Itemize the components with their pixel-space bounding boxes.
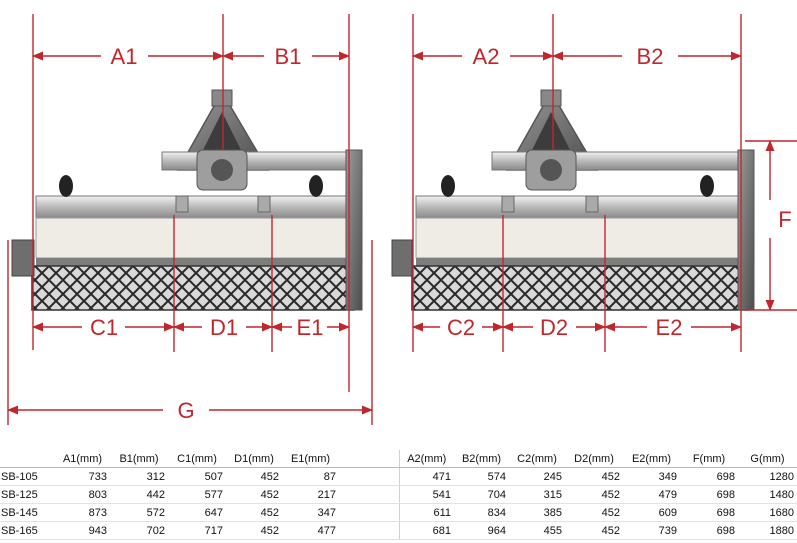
table-cell: 943 [55,521,110,540]
dim-label-c2: C2 [447,315,475,340]
table-cell: 477 [282,521,339,540]
table-cell: 452 [226,503,282,522]
left-dimensions [6,14,374,425]
table-header-cell: B1(mm) [110,450,168,468]
table-cell: 1280 [738,467,797,486]
dim-label-d2: D2 [540,315,568,340]
table-cell: 739 [623,521,680,540]
table-header-cell: E1(mm) [282,450,339,468]
dim-label-a1: A1 [111,44,138,69]
table-cell: 217 [282,485,339,504]
table-header-cell: C1(mm) [168,450,226,468]
table-cell [339,467,399,486]
table-header-cell: A1(mm) [55,450,110,468]
table-cell: 452 [226,485,282,504]
table-cell: 541 [398,485,454,504]
model-cell: SB-145 [0,503,55,522]
dim-label-d1: D1 [210,315,238,340]
table-header-row: A1(mm) B1(mm) C1(mm) D1(mm) E1(mm) A2(mm… [0,450,797,468]
right-dimensions [411,14,797,352]
table-cell: 347 [282,503,339,522]
table-cell [339,503,399,522]
right-machine [391,89,755,311]
table-cell: 442 [110,485,168,504]
table-header-cell: F(mm) [680,450,738,468]
table-cell: 698 [680,503,738,522]
table-cell: 312 [110,467,168,486]
table-cell [339,521,399,540]
table-cell: 698 [680,485,738,504]
table-cell: 471 [398,467,454,486]
table-cell: 507 [168,467,226,486]
table-cell: 349 [623,467,680,486]
table-header-cell: G(mm) [738,450,797,468]
table-cell: 964 [454,521,509,540]
table-cell: 452 [226,467,282,486]
table-header-cell [0,450,55,468]
table-header-cell: B2(mm) [454,450,509,468]
table-cell: 452 [565,503,623,522]
table-header-cell: E2(mm) [623,450,680,468]
table-cell: 702 [110,521,168,540]
table-cell: 452 [565,521,623,540]
dim-label-f: F [778,207,791,232]
table-cell: 577 [168,485,226,504]
model-cell: SB-105 [0,467,55,486]
dim-label-g: G [177,398,194,423]
table-cell: 574 [454,467,509,486]
dim-label-e2: E2 [656,315,683,340]
spec-table: A1(mm) B1(mm) C1(mm) D1(mm) E1(mm) A2(mm… [0,450,797,540]
table-cell: 609 [623,503,680,522]
table-cell: 385 [509,503,565,522]
dim-label-c1: C1 [90,315,118,340]
table-cell: 87 [282,467,339,486]
table-cell: 717 [168,521,226,540]
table-header-cell: D1(mm) [226,450,282,468]
table-cell: 698 [680,467,738,486]
machine-dimension-drawing: A1 B1 C1 D1 E1 G A2 B2 C2 D2 E2 F [6,14,797,425]
table-header-cell [339,450,399,468]
table-cell: 479 [623,485,680,504]
table-header-cell: C2(mm) [509,450,565,468]
model-cell: SB-165 [0,521,55,540]
table-cell: 455 [509,521,565,540]
table-header-cell: D2(mm) [565,450,623,468]
table-cell: 452 [565,485,623,504]
table-cell: 452 [226,521,282,540]
table-cell: 1680 [738,503,797,522]
table-cell: 315 [509,485,565,504]
table-cell: 1880 [738,521,797,540]
table-cell: 733 [55,467,110,486]
table-cell: 245 [509,467,565,486]
table-cell: 704 [454,485,509,504]
dim-label-b1: B1 [275,44,302,69]
model-cell: SB-125 [0,485,55,504]
table-cell: 647 [168,503,226,522]
table-cell: 1480 [738,485,797,504]
table-header-cell: A2(mm) [398,450,454,468]
table-cell: 873 [55,503,110,522]
dim-label-a2: A2 [473,44,500,69]
dim-label-b2: B2 [637,44,664,69]
table-cell: 681 [398,521,454,540]
table-cell [339,485,399,504]
table-cell: 803 [55,485,110,504]
left-machine [11,89,363,311]
table-cell: 834 [454,503,509,522]
table-cell: 698 [680,521,738,540]
table-cell: 452 [565,467,623,486]
dim-label-e1: E1 [297,315,324,340]
table-cell: 572 [110,503,168,522]
table-cell: 611 [398,503,454,522]
